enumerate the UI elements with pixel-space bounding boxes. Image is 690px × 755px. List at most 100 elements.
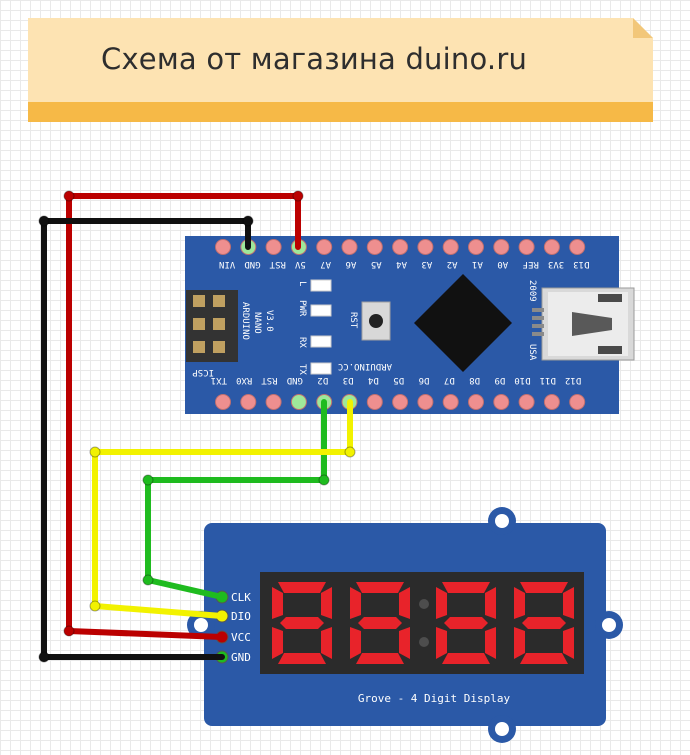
segment (278, 653, 326, 664)
segment (563, 587, 574, 619)
banner-strip (28, 102, 653, 122)
colon-dot-upper (419, 599, 429, 609)
segment (522, 617, 566, 629)
icsp-pin1-label: 1 (179, 271, 184, 281)
segment (485, 587, 496, 619)
segment (442, 582, 490, 593)
pin-bottom-label: D5 (393, 375, 404, 385)
segment (350, 627, 361, 659)
wire-5v-vcc (63, 190, 304, 640)
pin-top-label: A3 (421, 259, 432, 269)
segment (520, 582, 568, 593)
pin-top-label: A5 (371, 259, 382, 269)
pin-bottom-d5 (392, 394, 409, 410)
wire-d3-dio (89, 399, 356, 619)
segment (399, 627, 410, 659)
pin-top-a5 (366, 239, 383, 255)
year-label: 2009 (527, 280, 537, 302)
pin-bottom-label: D2 (317, 375, 328, 385)
segment (350, 587, 361, 619)
reset-button (361, 301, 391, 341)
rst-button-label: RST (348, 312, 358, 329)
segment (321, 587, 332, 619)
board-name-line-2: NANO (252, 312, 262, 334)
segment (358, 617, 402, 629)
seven-segment-digit (272, 582, 332, 664)
mount-hole-right (602, 618, 616, 632)
pin-bottom-label: RX0 (236, 375, 252, 385)
segment (563, 627, 574, 659)
pin-bottom-d8 (468, 394, 484, 410)
pin-top-a1 (468, 239, 484, 255)
pin-top-3v3 (543, 239, 560, 255)
pin-bottom-rst (265, 394, 282, 410)
pin-top-label: REF (523, 259, 539, 269)
mount-hole-left (194, 618, 208, 632)
arduino-nano-board: 1 ICSP ARDUINO NANO V3.0 L PWR RX TX RST… (179, 236, 635, 414)
pin-bottom-rx0 (240, 394, 257, 410)
segment (514, 627, 525, 659)
brand-label: ARDUINO.CC (338, 361, 392, 371)
board-name-line-3: V3.0 (264, 310, 274, 332)
board-leds (310, 279, 332, 375)
segment (436, 587, 447, 619)
banner-body (28, 18, 653, 102)
pin-top-label: RST (269, 259, 286, 269)
pin-bottom-label: TX1 (211, 375, 227, 385)
segment (436, 627, 447, 659)
title-banner: Схема от магазина duino.ru (28, 18, 653, 122)
pin-top-label: A1 (472, 259, 483, 269)
pin-top-vin (215, 239, 231, 255)
segment (442, 653, 490, 664)
pin-top-a6 (341, 239, 358, 255)
pin-bottom-label: D11 (540, 375, 556, 385)
pin-top-rst (265, 239, 282, 255)
segment (485, 627, 496, 659)
segment (520, 653, 568, 664)
led-label-l: L (297, 281, 307, 286)
display-pin-label: DIO (231, 610, 251, 623)
pin-bottom-label: D7 (444, 375, 455, 385)
segment (356, 653, 404, 664)
pin-bottom-d6 (417, 394, 434, 410)
mount-hole-top (495, 514, 509, 528)
pin-bottom-tx1 (215, 394, 231, 410)
pin-bottom-d12 (569, 394, 586, 410)
pin-top-ref (518, 239, 535, 255)
pin-bottom-label: D8 (469, 375, 480, 385)
pin-top-label: VIN (219, 259, 235, 269)
segment (280, 617, 324, 629)
pin-bottom-d4 (366, 394, 383, 410)
pin-bottom-label: D10 (514, 375, 530, 385)
pin-top-label: D13 (573, 259, 589, 269)
pin-top-a2 (442, 239, 459, 255)
pin-top-label: GND (244, 259, 260, 269)
segment (278, 582, 326, 593)
pin-bottom-label: D12 (565, 375, 581, 385)
colon-dot-lower (419, 637, 429, 647)
pin-top-d13 (569, 239, 586, 255)
page-title: Схема от магазина duino.ru (101, 42, 528, 76)
seven-segment-digit (350, 582, 410, 664)
pin-bottom-label: GND (287, 375, 303, 385)
segment (399, 587, 410, 619)
led-label-rx: RX (297, 337, 307, 348)
board-name-line-1: ARDUINO (240, 302, 250, 340)
mcu-chip (414, 274, 512, 372)
led-label-tx: TX (297, 364, 307, 375)
wires (38, 190, 356, 663)
pin-top-label: A4 (396, 259, 407, 269)
pin-top-label: A7 (320, 259, 331, 269)
display-pin-label: VCC (231, 631, 251, 644)
country-label: USA (527, 344, 537, 361)
pin-bottom-label: RST (261, 375, 278, 385)
segment (356, 582, 404, 593)
pin-top-a7 (316, 239, 333, 255)
segment (514, 587, 525, 619)
pin-top-label: A0 (497, 259, 508, 269)
pin-top-a4 (392, 239, 409, 255)
pin-bottom-d11 (543, 394, 560, 410)
pin-bottom-d9 (493, 394, 510, 410)
pin-bottom-d10 (518, 394, 535, 410)
